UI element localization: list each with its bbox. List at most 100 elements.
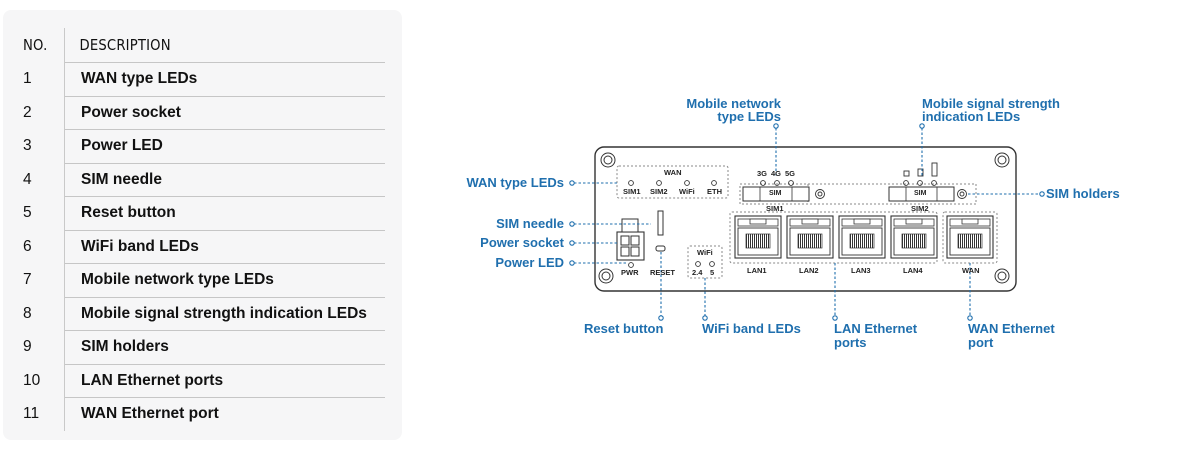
legend-row-number: 10: [23, 364, 65, 398]
legend-row-number: 7: [23, 263, 65, 297]
legend-row-description: Mobile signal strength indication LEDs: [64, 297, 385, 331]
lan4-port: [890, 215, 938, 259]
wan-led-label-sim2: SIM2: [650, 187, 668, 196]
wan-port-label: WAN: [962, 266, 980, 275]
callout-mobile-network-line2: type LEDs: [717, 109, 781, 124]
led-icon: [628, 180, 717, 186]
network-type-4g: 4G: [771, 169, 782, 178]
lan2-port: [786, 215, 834, 259]
legend-row-description: SIM needle: [64, 163, 385, 197]
legend-row: 11 WAN Ethernet port: [23, 397, 385, 431]
signal-strength-icon: [903, 162, 938, 186]
legend-row-description: WAN Ethernet port: [81, 405, 219, 423]
wifi-band-24: 2.4: [692, 268, 703, 277]
reset-label: RESET: [650, 268, 676, 277]
screw-icon: [994, 268, 1010, 284]
screw-icon: [994, 152, 1010, 168]
callout-reset-button: Reset button: [584, 321, 664, 336]
callout-wifi-band-leds: WiFi band LEDs: [702, 321, 801, 336]
callout-power-led: Power LED: [495, 255, 564, 270]
sim-button-icon: [957, 189, 967, 199]
network-type-5g: 5G: [785, 169, 796, 178]
lan3-label: LAN3: [851, 266, 871, 275]
led-icon: [695, 261, 715, 267]
ethernet-ports: [734, 215, 994, 259]
power-led: [628, 262, 634, 268]
screw-icon: [600, 152, 616, 168]
legend-row-description: WAN type LEDs: [64, 62, 385, 97]
screw-icon: [598, 268, 614, 284]
wifi-label: WiFi: [697, 248, 713, 257]
legend-row-description: WiFi band LEDs: [64, 230, 385, 264]
lan2-label: LAN2: [799, 266, 819, 275]
lan3-port: [838, 215, 886, 259]
legend-row-number: 5: [23, 196, 65, 230]
legend-row-description: LAN Ethernet ports: [64, 364, 385, 398]
legend-row-number: 2: [23, 96, 65, 130]
legend-row-number: 9: [23, 330, 65, 364]
sim2-label: SIM2: [911, 204, 929, 213]
legend-row-number: 3: [23, 129, 65, 163]
wan-led-label-wifi: WiFi: [679, 187, 695, 196]
network-type-3g: 3G: [757, 169, 768, 178]
callout-wan-port-line2: port: [968, 335, 994, 350]
legend-row-number: 11: [23, 397, 65, 431]
header-description: DESCRIPTION: [64, 28, 347, 63]
wan-led-label-sim1: SIM1: [623, 187, 641, 196]
legend-row-description: Power socket: [64, 96, 385, 130]
callout-lan-ports-line2: ports: [834, 335, 867, 350]
lan1-label: LAN1: [747, 266, 767, 275]
callout-wan-type-leds: WAN type LEDs: [466, 175, 564, 190]
sim1-label: SIM1: [766, 204, 784, 213]
callout-signal-strength-line1: Mobile signal strength: [922, 96, 1060, 111]
callout-wan-port-line1: WAN Ethernet: [968, 321, 1055, 336]
wan-led-group: [616, 165, 729, 199]
callout-lan-ports-line1: LAN Ethernet: [834, 321, 918, 336]
legend-row-number: 1: [23, 62, 65, 96]
wifi-band-5: 5: [710, 268, 715, 277]
sim-needle-slot: [657, 210, 664, 236]
lan1-port: [734, 215, 782, 259]
callout-power-socket: Power socket: [480, 235, 564, 250]
lan4-label: LAN4: [903, 266, 923, 275]
wan-led-label-eth: ETH: [707, 187, 722, 196]
sim1-slot: [742, 186, 810, 202]
legend-row-description: Power LED: [64, 129, 385, 164]
legend-row-number: 4: [23, 163, 65, 197]
wan-group-label: WAN: [664, 168, 682, 177]
wan-ethernet-port: [946, 215, 994, 259]
led-icon: [760, 180, 794, 186]
legend-row-number: 8: [23, 297, 65, 331]
sim-zone-box: [739, 183, 977, 205]
callout-mobile-network-line1: Mobile network: [686, 96, 781, 111]
legend-row-description: SIM holders: [64, 330, 385, 365]
legend-row-description: Reset button: [64, 196, 385, 231]
legend-header-row: NO. DESCRIPTION: [23, 28, 385, 63]
header-no: NO.: [23, 28, 60, 63]
sim2-slot: [888, 186, 955, 202]
pwr-label: PWR: [621, 268, 639, 277]
legend-row-description: Mobile network type LEDs: [64, 263, 385, 298]
callout-sim-needle: SIM needle: [496, 216, 564, 231]
sim-button-icon: [815, 189, 825, 199]
reset-button: [655, 245, 666, 252]
sim1-slot-text: SIM: [769, 190, 782, 197]
wan-port-group: [942, 211, 998, 264]
callout-sim-holders: SIM holders: [1046, 186, 1120, 201]
legend-row-number: 6: [23, 230, 65, 264]
